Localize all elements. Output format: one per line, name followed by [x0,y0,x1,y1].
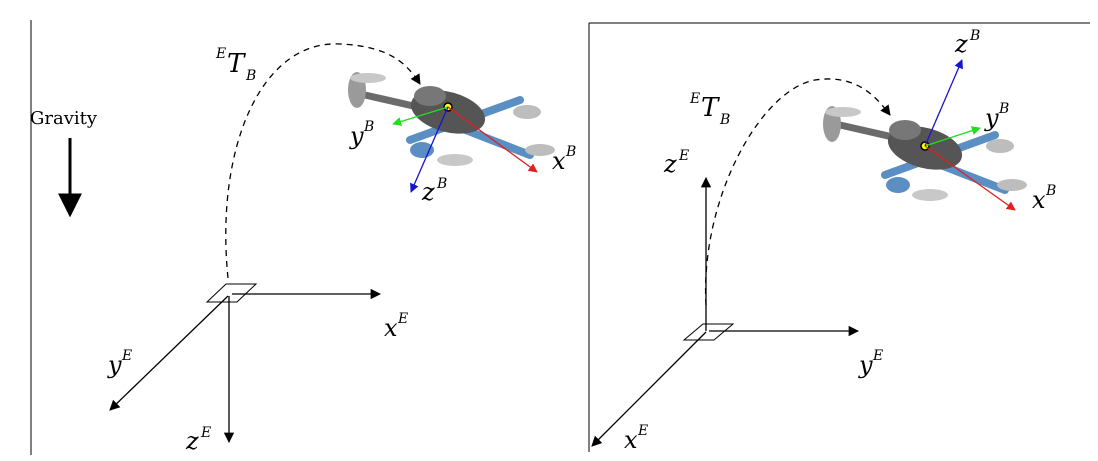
svg-text:y: y [984,104,999,132]
svg-text:z: z [421,178,435,206]
body-x-axis [447,106,538,173]
svg-text:B: B [245,68,256,84]
svg-text:E: E [215,46,226,62]
svg-text:E: E [121,348,132,364]
svg-text:E: E [200,425,211,441]
svg-text:B: B [969,28,980,44]
svg-text:B: B [436,176,447,192]
svg-text:z: z [954,30,968,58]
earth-z-label-right: z E [663,148,689,178]
svg-text:E: E [689,91,700,107]
earth-x-label: x E [384,311,408,342]
body-frame: x B y B z B [349,106,576,206]
svg-text:E: E [872,348,883,364]
body-y-label-right: y B [984,101,1009,132]
origin-square [205,283,258,303]
svg-text:y: y [858,351,873,379]
earth-frame: x E y E z E [107,283,408,455]
body-y-axis-right [924,126,981,147]
quadrotor-icon [348,72,555,166]
earth-y-axis [109,295,229,411]
body-z-label-right: z B [954,28,980,58]
quadrotor-icon-right [823,106,1027,201]
body-y-axis [392,106,449,126]
earth-x-axis-right [591,331,707,447]
transform-label: E T B [215,46,256,84]
body-z-axis-right [924,59,963,147]
gravity-label: Gravity [30,108,98,129]
body-z-axis [410,106,449,193]
left-panel: Gravity E T B x E y E z E [30,20,576,455]
body-x-label: x B [552,144,576,175]
svg-text:z: z [663,150,677,178]
svg-text:E: E [678,148,689,164]
earth-x-label-right: x E [624,423,648,454]
svg-text:x: x [384,314,398,342]
origin-square-right [682,323,735,341]
body-y-label: y B [349,119,374,150]
svg-text:x: x [624,426,638,454]
trajectory-path-right [704,78,891,306]
svg-text:T: T [701,93,720,123]
body-z-label: z B [421,176,447,206]
svg-text:E: E [397,311,408,327]
body-x-axis-right [924,145,1016,211]
svg-text:T: T [227,49,246,79]
svg-text:E: E [637,423,648,439]
svg-text:y: y [349,122,364,150]
svg-text:B: B [565,144,576,160]
svg-text:x: x [1032,186,1046,214]
earth-frame-right: x E y E z E [591,148,883,454]
earth-y-label-right: y E [858,348,883,379]
body-x-label-right: x B [1032,183,1056,214]
svg-text:B: B [1045,183,1056,199]
svg-text:B: B [719,112,730,128]
svg-text:y: y [107,351,122,379]
transform-label-right: E T B [689,91,730,128]
svg-text:x: x [552,147,566,175]
svg-text:z: z [185,427,199,455]
svg-text:B: B [363,119,374,135]
body-frame-right: x B y B z B [924,28,1056,214]
earth-y-label: y E [107,348,132,379]
svg-text:B: B [998,101,1009,117]
earth-z-label: z E [185,425,211,455]
right-panel: E T B x E y E z E [588,22,1090,454]
